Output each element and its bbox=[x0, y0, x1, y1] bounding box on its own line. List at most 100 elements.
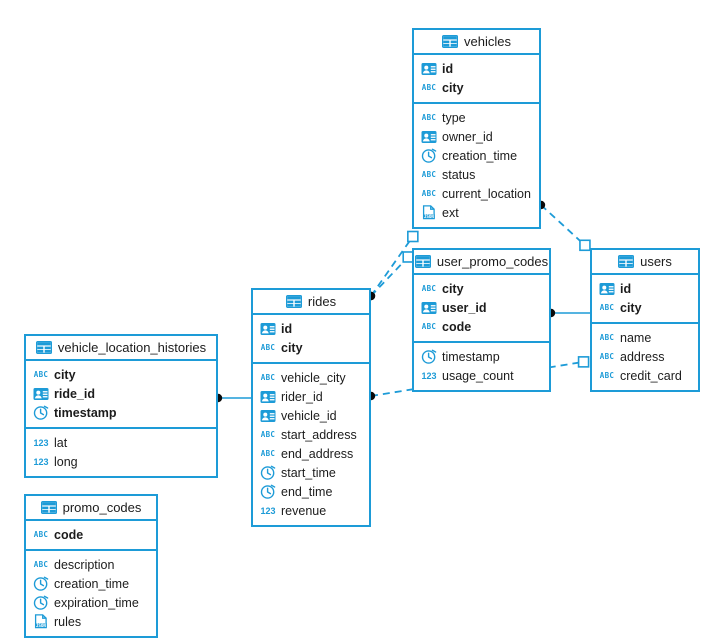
field-name: start_address bbox=[281, 427, 357, 442]
field-name: city bbox=[442, 281, 464, 296]
field-row[interactable]: user_id bbox=[414, 298, 549, 317]
field-row[interactable]: ABC code bbox=[414, 317, 549, 336]
field-row[interactable]: expiration_time bbox=[26, 593, 156, 612]
field-name: city bbox=[442, 80, 464, 95]
json-file-icon: JSON bbox=[33, 614, 49, 629]
entity-header-users[interactable]: users bbox=[592, 250, 698, 275]
field-row[interactable]: creation_time bbox=[414, 146, 539, 165]
relationship-rides-to-vehicles bbox=[366, 230, 419, 301]
field-name: city bbox=[281, 340, 303, 355]
string-type-icon: ABC bbox=[599, 352, 615, 361]
entity-header-vehicles[interactable]: vehicles bbox=[414, 30, 539, 55]
clock-icon bbox=[260, 484, 276, 499]
field-name: lat bbox=[54, 435, 68, 450]
clock-icon bbox=[33, 405, 49, 420]
field-row[interactable]: id bbox=[592, 279, 698, 298]
field-name: usage_count bbox=[442, 368, 514, 383]
field-name: rules bbox=[54, 614, 82, 629]
string-type-icon: ABC bbox=[599, 333, 615, 342]
field-row[interactable]: 123 revenue bbox=[253, 501, 369, 520]
field-name: end_time bbox=[281, 484, 333, 499]
string-type-icon: ABC bbox=[599, 303, 615, 312]
field-name: credit_card bbox=[620, 368, 682, 383]
entity-header-user_promo_codes[interactable]: user_promo_codes bbox=[414, 250, 549, 275]
field-name: rider_id bbox=[281, 389, 323, 404]
string-type-icon: ABC bbox=[260, 373, 276, 382]
entity-header-promo_codes[interactable]: promo_codes bbox=[26, 496, 156, 521]
field-name: id bbox=[620, 281, 632, 296]
column-section-user_promo_codes: timestamp 123 usage_count bbox=[414, 343, 549, 390]
relationship-rides-to-upc bbox=[366, 251, 415, 301]
relationship-vehicles-to-users bbox=[536, 200, 591, 252]
field-name: code bbox=[442, 319, 472, 334]
field-name: address bbox=[620, 349, 665, 364]
string-type-icon: ABC bbox=[421, 113, 437, 122]
field-name: id bbox=[442, 61, 454, 76]
field-row[interactable]: end_time bbox=[253, 482, 369, 501]
field-row[interactable]: rider_id bbox=[253, 387, 369, 406]
entity-title: vehicles bbox=[464, 34, 511, 49]
field-row[interactable]: id bbox=[414, 59, 539, 78]
entity-header-rides[interactable]: rides bbox=[253, 290, 369, 315]
field-name: revenue bbox=[281, 503, 327, 518]
field-row[interactable]: start_time bbox=[253, 463, 369, 482]
field-name: expiration_time bbox=[54, 595, 139, 610]
field-row[interactable]: JSON rules bbox=[26, 612, 156, 631]
field-row[interactable]: owner_id bbox=[414, 127, 539, 146]
number-type-icon: 123 bbox=[260, 505, 276, 516]
entity-title: user_promo_codes bbox=[436, 254, 549, 269]
table-grid-icon bbox=[414, 255, 431, 268]
string-type-icon: ABC bbox=[421, 322, 437, 331]
field-row[interactable]: timestamp bbox=[414, 347, 549, 366]
field-name: vehicle_id bbox=[281, 408, 337, 423]
field-row[interactable]: ABC address bbox=[592, 347, 698, 366]
field-name: id bbox=[281, 321, 293, 336]
id-card-icon bbox=[260, 322, 276, 336]
string-type-icon: ABC bbox=[421, 189, 437, 198]
field-row[interactable]: 123 usage_count bbox=[414, 366, 549, 385]
cardinality-one-marker bbox=[579, 239, 591, 252]
field-row[interactable]: ride_id bbox=[26, 384, 216, 403]
field-row[interactable]: timestamp bbox=[26, 403, 216, 422]
number-type-icon: 123 bbox=[421, 370, 437, 381]
field-row[interactable]: vehicle_id bbox=[253, 406, 369, 425]
json-file-icon: JSON bbox=[421, 205, 437, 220]
field-row[interactable]: id bbox=[253, 319, 369, 338]
entity-header-vehicle_location_histories[interactable]: vehicle_location_histories bbox=[26, 336, 216, 361]
id-card-icon bbox=[33, 387, 49, 401]
field-row[interactable]: creation_time bbox=[26, 574, 156, 593]
entity-title: rides bbox=[307, 294, 337, 309]
table-grid-icon bbox=[442, 35, 459, 48]
cardinality-one-marker bbox=[407, 230, 419, 243]
